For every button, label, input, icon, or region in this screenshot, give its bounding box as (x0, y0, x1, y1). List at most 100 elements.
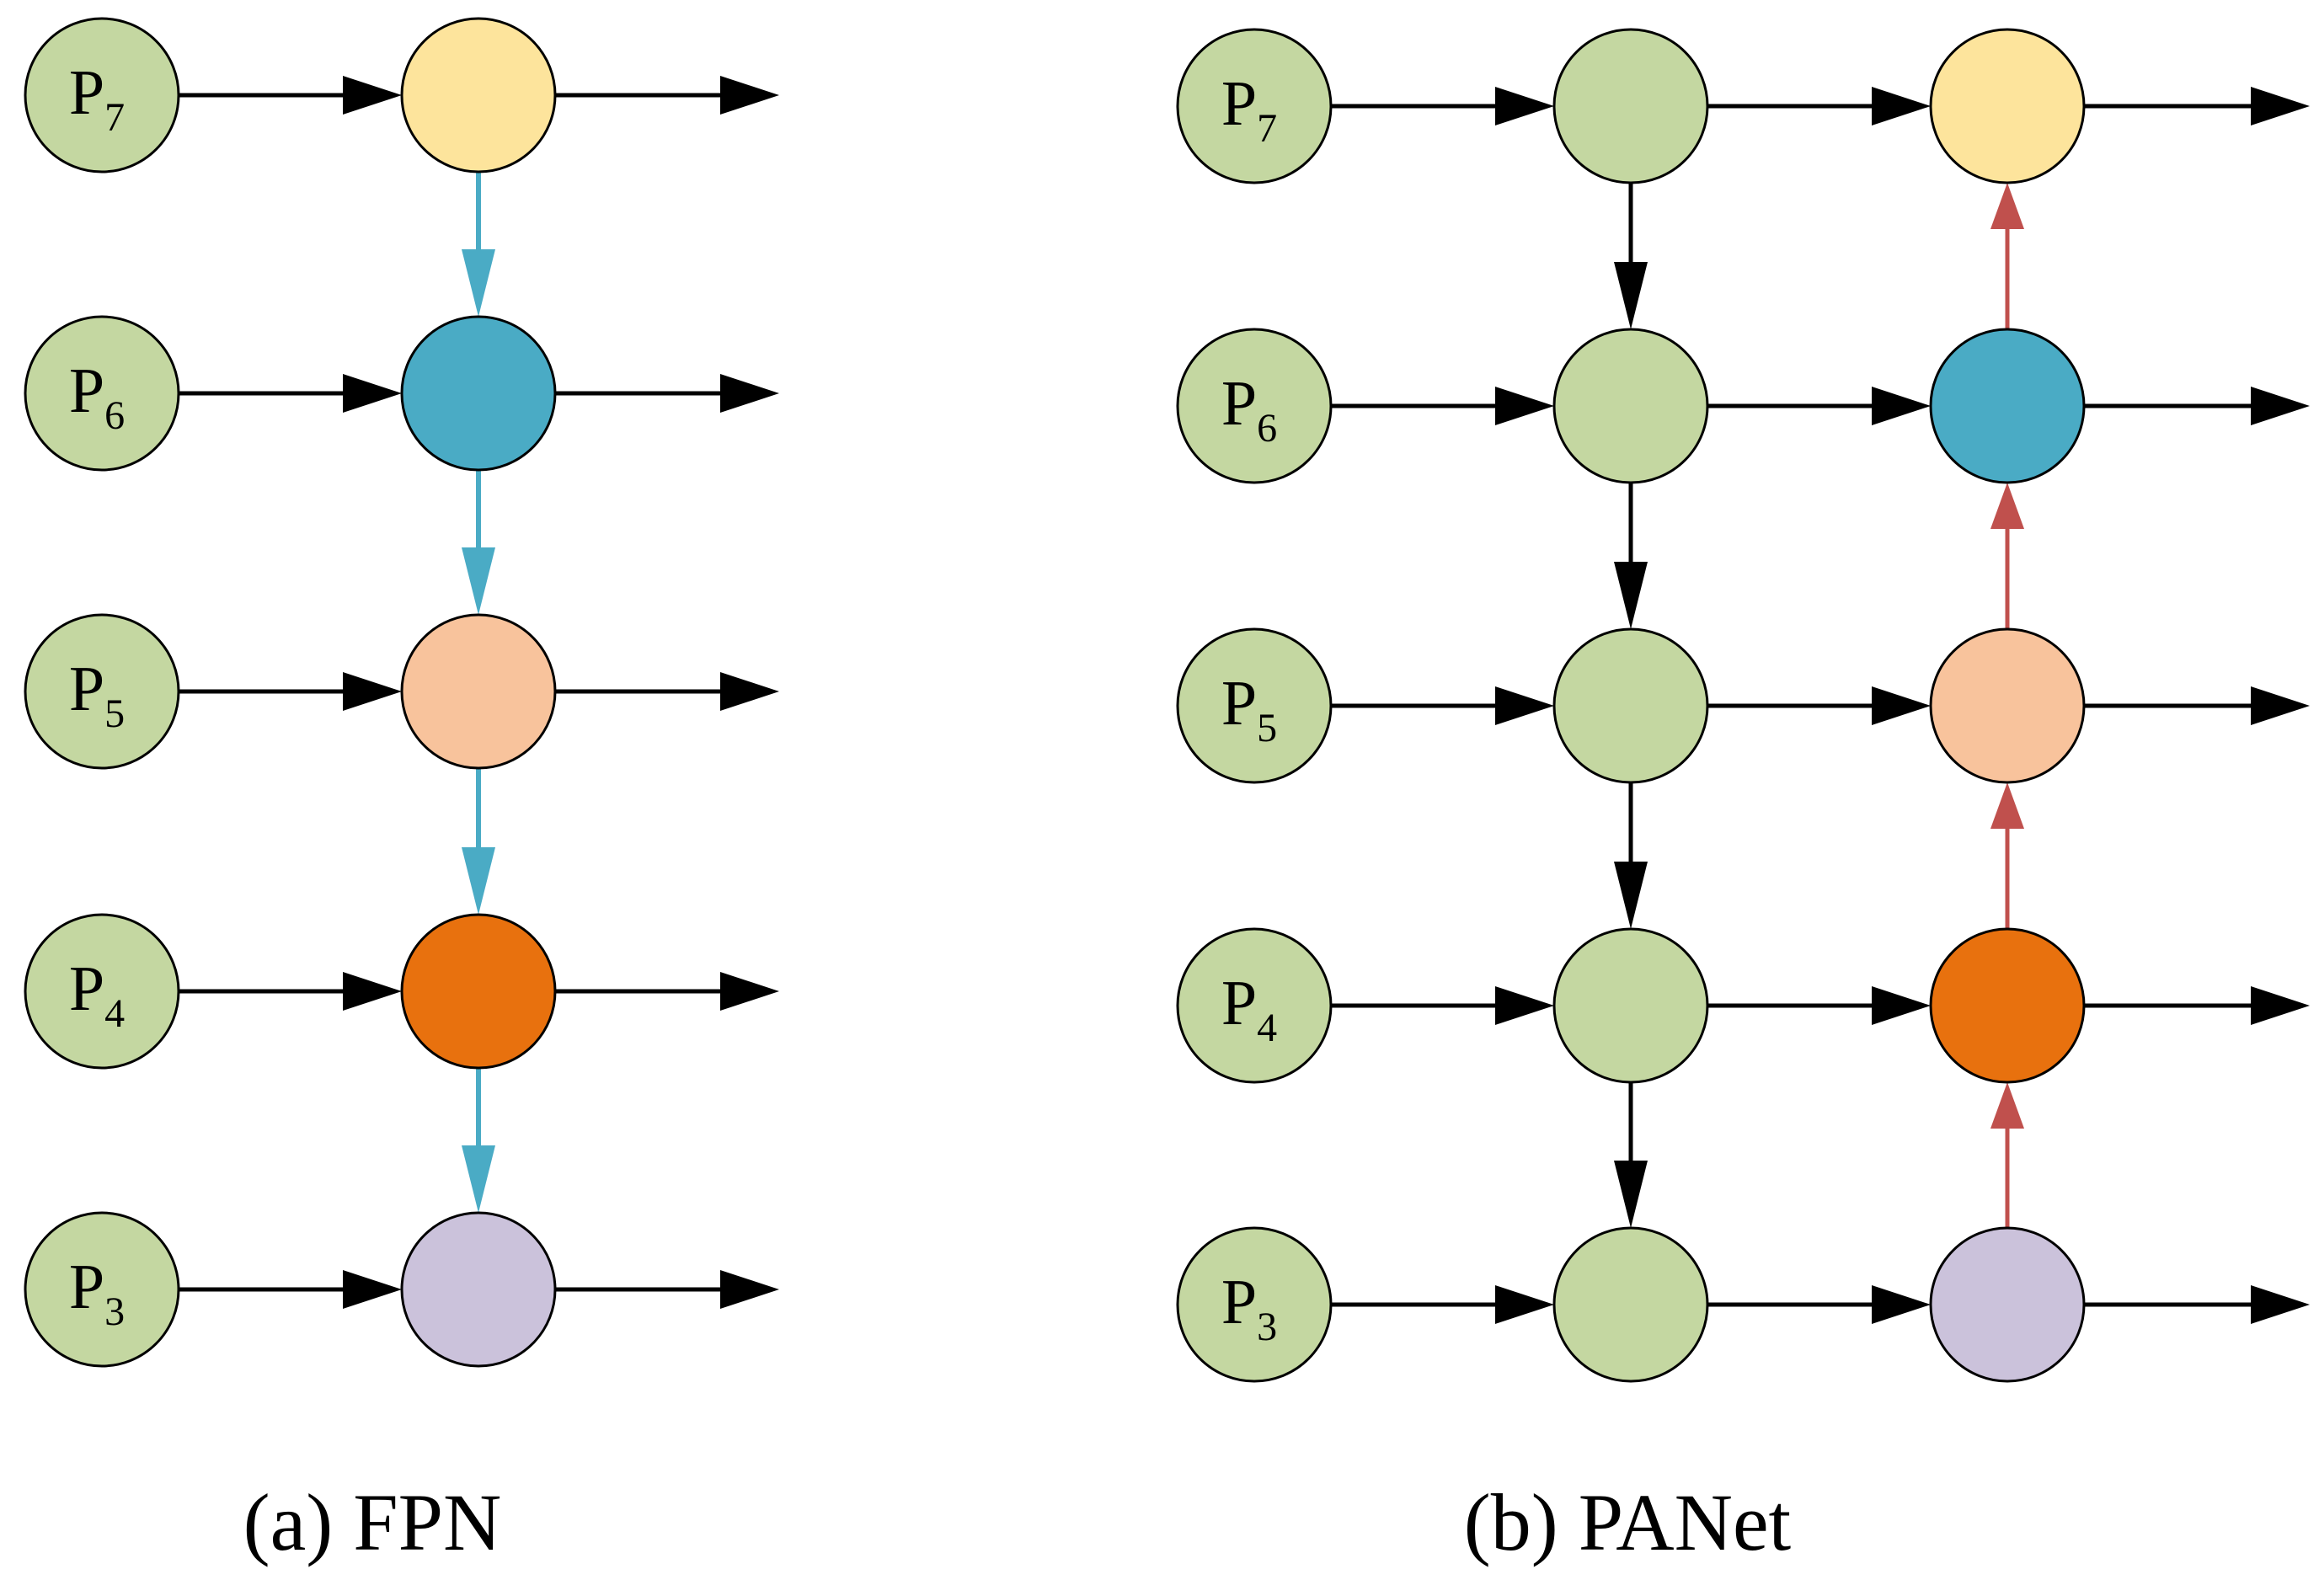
fpn-topdown-arrow-p7-p6-head (462, 249, 495, 317)
panet-lateral-arrow-p3-head (1495, 1285, 1554, 1324)
panet-lateral-arrow-p4-head (1495, 986, 1554, 1025)
fpn-output-arrow-p5-head (720, 672, 779, 711)
fpn-output-arrow-p6-head (720, 374, 779, 413)
panet-caption: (b) PANet (1464, 1477, 1792, 1567)
fpn-input-label-p7: P7 (69, 57, 125, 140)
fpn-lateral-arrow-p3 (179, 1270, 402, 1309)
panet-mid-arrow-p5-head (1872, 686, 1931, 725)
panet-mid-arrow-p4 (1707, 986, 1931, 1025)
fpn-input-label-p5: P5 (69, 654, 125, 736)
panet-mid-arrow-p6-head (1872, 387, 1931, 425)
panet-output-node-p4 (1929, 927, 2086, 1084)
panet-lateral-arrow-p7-head (1495, 87, 1554, 125)
panet-output-arrow-p7 (2084, 87, 2310, 125)
panet-input-label-p4: P4 (1221, 968, 1277, 1050)
fpn-lateral-arrow-p7-head (343, 76, 402, 115)
panet-output-node-p7 (1929, 28, 2086, 184)
fpn-output-arrow-p6 (555, 374, 779, 413)
fpn-output-arrow-p4 (555, 972, 779, 1011)
panet-lateral-arrow-p5-head (1495, 686, 1554, 725)
fpn-output-arrow-p7-head (720, 76, 779, 115)
fpn-lateral-arrow-p4-head (343, 972, 402, 1011)
panet-topdown-arrow-p7-p6 (1614, 183, 1648, 329)
fpn-input-p5: P5 (24, 613, 180, 770)
panet-output-arrow-p4 (2084, 986, 2310, 1025)
panet-topdown-arrow-p4-p3 (1614, 1082, 1648, 1228)
panet-input-node-p5 (1176, 627, 1333, 784)
panet-input-node-p7 (1176, 28, 1333, 184)
fpn-input-label-p4: P4 (69, 953, 125, 1036)
fpn-lateral-arrow-p3-head (343, 1270, 402, 1309)
fpn-input-p3: P3 (24, 1211, 180, 1368)
fpn-topdown-arrow-p4-p3-head (462, 1145, 495, 1213)
panet-topdown-node-p4 (1552, 927, 1709, 1084)
panet-topdown-arrow-p5-p4 (1614, 782, 1648, 929)
panet-topdown-arrow-p7-p6-head (1614, 262, 1648, 329)
fpn-topdown-arrow-p5-p4-head (462, 847, 495, 915)
panet-mid-arrow-p3 (1707, 1285, 1931, 1324)
panet-input-label-p6: P6 (1221, 368, 1277, 451)
panet-output-node-p6 (1929, 328, 2086, 484)
panet-input-node-p3 (1176, 1226, 1333, 1383)
fpn-lateral-arrow-p5-head (343, 672, 402, 711)
fpn-output-arrow-p3 (555, 1270, 779, 1309)
fpn-output-arrow-p3-head (720, 1270, 779, 1309)
panet-edges (1331, 87, 2310, 1324)
panet-topdown-node-p6 (1552, 328, 1709, 484)
panet-lateral-arrow-p6-head (1495, 387, 1554, 425)
fpn-input-p6: P6 (24, 315, 180, 472)
fpn-output-node-p7 (400, 17, 557, 173)
panet-lateral-arrow-p5 (1331, 686, 1554, 725)
fpn-output-node-p3 (400, 1211, 557, 1368)
fpn-topdown-arrow-p6-p5 (462, 470, 495, 615)
fpn-output-arrow-p7 (555, 76, 779, 115)
fpn-input-p4: P4 (24, 913, 180, 1070)
panet-bottomup-arrow-p5-p6 (1990, 483, 2024, 629)
panet-topdown-arrow-p5-p4-head (1614, 862, 1648, 929)
panet-output-node-p5 (1929, 627, 2086, 784)
fpn-lateral-arrow-p7 (179, 76, 402, 115)
panet-topdown-arrow-p6-p5 (1614, 483, 1648, 629)
fpn-input-p7: P7 (24, 17, 180, 173)
panet-output-arrow-p5 (2084, 686, 2310, 725)
panet-bottomup-arrow-p3-p4-head (1990, 1082, 2024, 1129)
panet-bottomup-arrow-p5-p6-head (1990, 483, 2024, 529)
panet-output-arrow-p6-head (2251, 387, 2310, 425)
fpn-lateral-arrow-p6-head (343, 374, 402, 413)
panet-input-label-p3: P3 (1221, 1267, 1277, 1349)
panet-mid-arrow-p6 (1707, 387, 1931, 425)
panet-input-p6: P6 (1176, 328, 1333, 484)
fpn-output-node-p4 (400, 913, 557, 1070)
panet-bottomup-arrow-p4-p5-head (1990, 782, 2024, 829)
fpn-output-node-p5 (400, 613, 557, 770)
panet-bottomup-arrow-p6-p7 (1990, 183, 2024, 329)
panet-topdown-arrow-p4-p3-head (1614, 1161, 1648, 1228)
panet-output-arrow-p5-head (2251, 686, 2310, 725)
panet-topdown-node-p5 (1552, 627, 1709, 784)
panet-input-p3: P3 (1176, 1226, 1333, 1383)
panet-lateral-arrow-p6 (1331, 387, 1554, 425)
panet-output-arrow-p3 (2084, 1285, 2310, 1324)
fpn-edges (179, 76, 779, 1309)
fpn-input-node-p5 (24, 613, 180, 770)
fpn-output-arrow-p4-head (720, 972, 779, 1011)
fpn-input-node-p7 (24, 17, 180, 173)
panet-mid-arrow-p7-head (1872, 87, 1931, 125)
fpn-lateral-arrow-p6 (179, 374, 402, 413)
panet-lateral-arrow-p4 (1331, 986, 1554, 1025)
panet-bottomup-arrow-p6-p7-head (1990, 183, 2024, 229)
panet-output-arrow-p6 (2084, 387, 2310, 425)
fpn-topdown-arrow-p7-p6 (462, 172, 495, 317)
panet-topdown-arrow-p6-p5-head (1614, 562, 1648, 629)
fpn-input-node-p3 (24, 1211, 180, 1368)
fpn-lateral-arrow-p5 (179, 672, 402, 711)
panet-bottomup-arrow-p4-p5 (1990, 782, 2024, 929)
panet-bottomup-arrow-p3-p4 (1990, 1082, 2024, 1228)
panet-lateral-arrow-p7 (1331, 87, 1554, 125)
panet-output-arrow-p3-head (2251, 1285, 2310, 1324)
fpn-topdown-arrow-p5-p4 (462, 768, 495, 915)
panet-mid-arrow-p7 (1707, 87, 1931, 125)
